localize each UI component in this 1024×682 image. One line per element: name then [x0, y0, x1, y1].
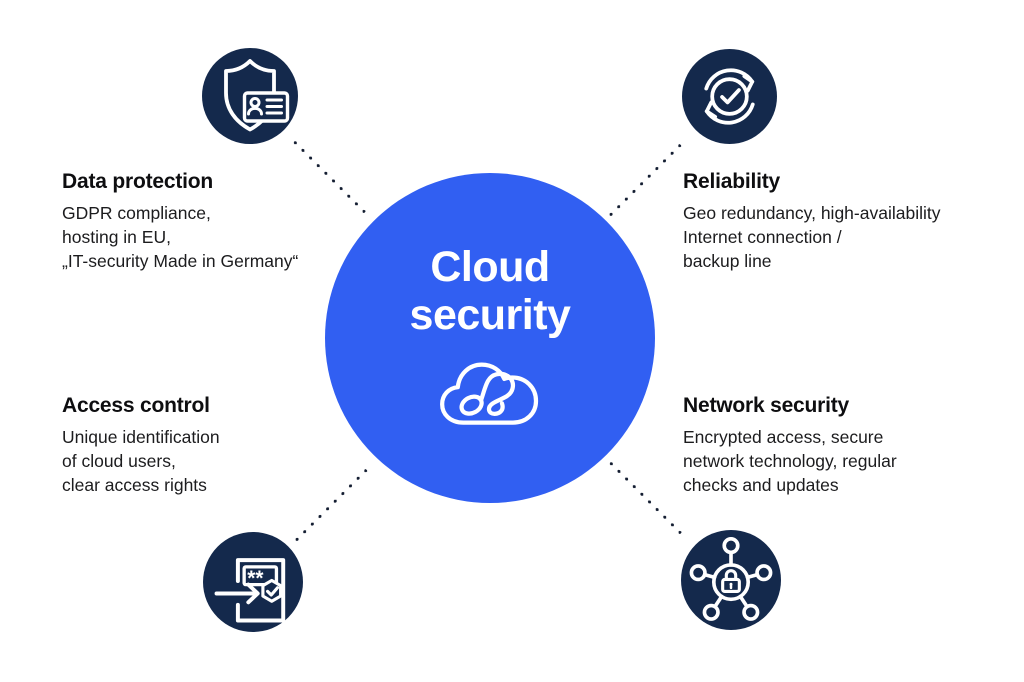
node-title: Data protection — [62, 170, 214, 193]
node-title: Access control — [62, 394, 210, 417]
node-line: of cloud users, — [62, 451, 176, 471]
node-line: hosting in EU, — [62, 227, 171, 247]
node-line: Internet connection / — [683, 227, 842, 247]
shield-id-card-icon — [224, 59, 290, 132]
node-line: GDPR compliance, — [62, 203, 211, 223]
center-title-line2: security — [409, 291, 571, 339]
svg-text:**: ** — [247, 567, 264, 590]
node-icon-network-security — [681, 530, 781, 630]
node-line: network technology, regular — [683, 451, 897, 471]
center-title: Cloud security — [410, 243, 571, 339]
sync-check-icon — [704, 68, 755, 125]
node-text-reliability: Reliability Geo redundancy, high-availab… — [683, 170, 983, 273]
node-text-access-control: Access control Unique identification of … — [62, 394, 342, 497]
node-icon-access-control: ** — [203, 532, 303, 632]
node-icon-reliability — [682, 49, 777, 144]
cloud-loop-logo-icon — [440, 362, 539, 425]
node-line: backup line — [683, 251, 772, 271]
node-text-data-protection: Data protection GDPR compliance, hosting… — [62, 170, 352, 273]
node-line: Geo redundancy, high-availability — [683, 203, 941, 223]
node-line: clear access rights — [62, 475, 207, 495]
center-circle: Cloud security — [325, 173, 655, 503]
network-lock-icon — [689, 537, 773, 621]
door-login-password-icon: ** — [214, 558, 286, 623]
node-line: checks and updates — [683, 475, 839, 495]
node-title: Reliability — [683, 170, 780, 193]
node-line: Unique identification — [62, 427, 220, 447]
dotted-connector-bottom-right — [608, 461, 682, 535]
node-text-network-security: Network security Encrypted access, secur… — [683, 394, 973, 497]
center-title-line1: Cloud — [430, 243, 550, 291]
node-title: Network security — [683, 394, 850, 417]
node-line: Encrypted access, secure — [683, 427, 884, 447]
node-icon-data-protection — [202, 48, 298, 144]
dotted-connector-top-right — [608, 143, 682, 217]
node-line: „IT-security Made in Germany“ — [62, 251, 299, 271]
